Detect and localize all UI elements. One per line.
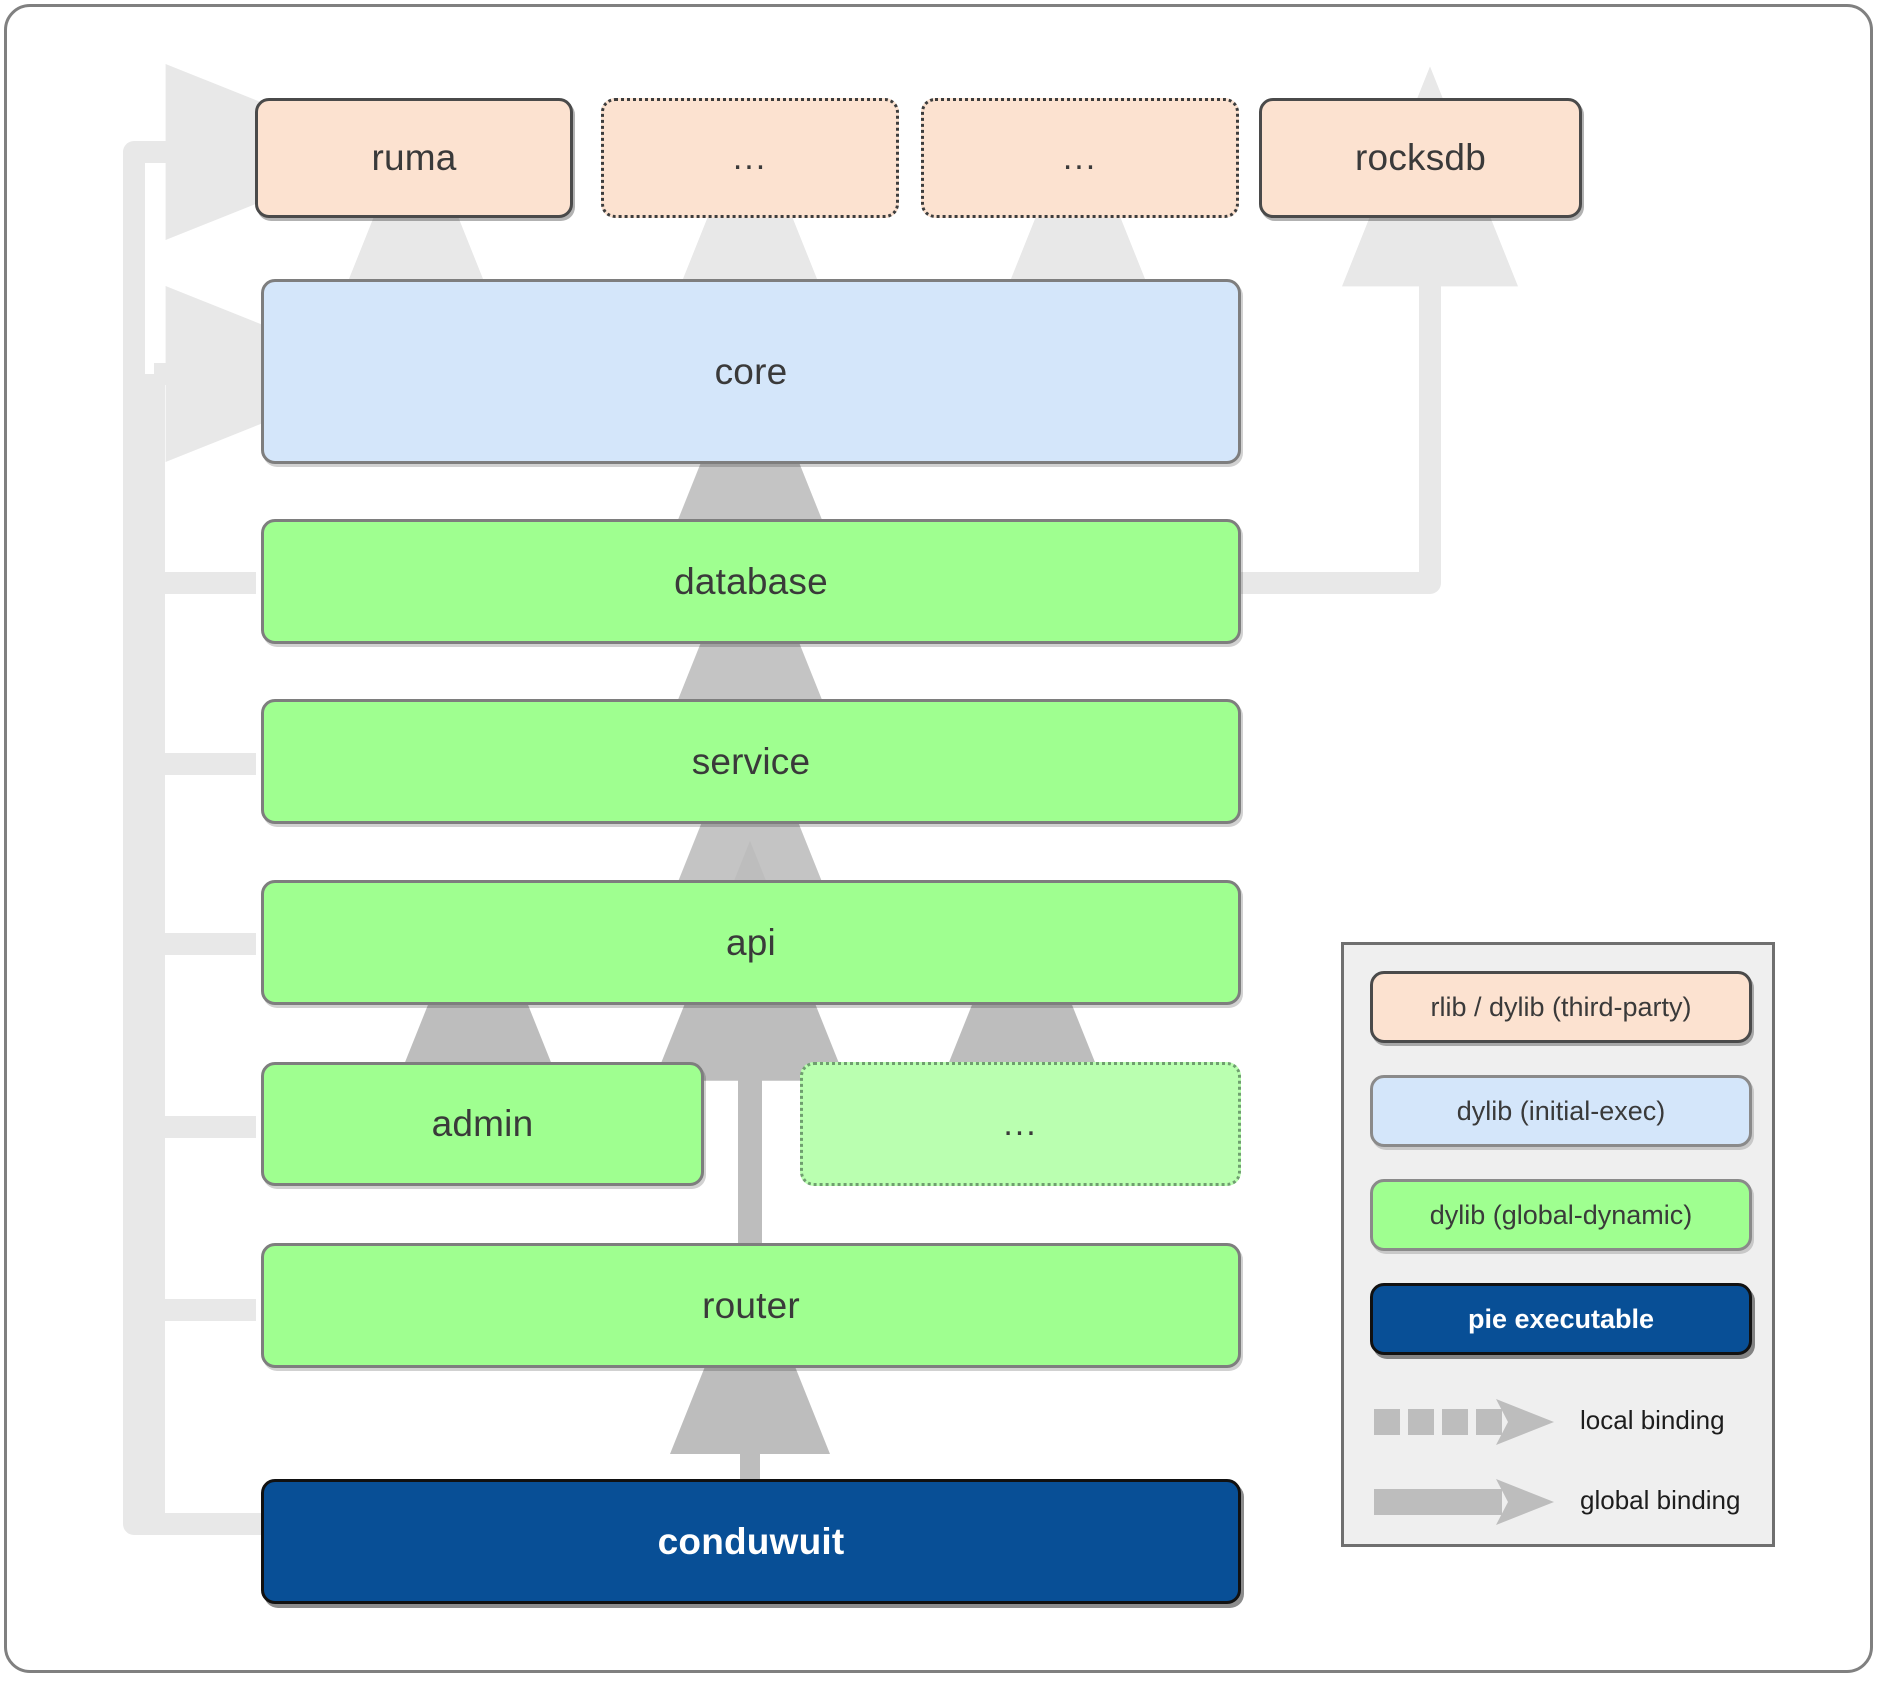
legend-arrow-global-binding-label: global binding — [1580, 1485, 1741, 1515]
legend-swatch-third-party-label: rlib / dylib (third-party) — [1430, 991, 1692, 1022]
node-database-label: database — [674, 560, 828, 602]
node-top-dots-2-label: ... — [1062, 138, 1098, 177]
node-router[interactable]: router — [261, 1243, 1241, 1368]
legend-arrow-global-binding: global binding — [1370, 1473, 1760, 1531]
node-top-dots-2[interactable]: ... — [921, 98, 1239, 218]
node-core-label: core — [714, 350, 788, 392]
legend-swatch-global-dynamic: dylib (global-dynamic) — [1370, 1179, 1752, 1251]
node-rocksdb-label: rocksdb — [1355, 137, 1486, 178]
legend-arrow-local-binding-label: local binding — [1580, 1405, 1725, 1435]
legend-swatch-initial-exec: dylib (initial-exec) — [1370, 1075, 1752, 1147]
node-top-dots-1-label: ... — [732, 138, 768, 177]
global-binding-arrow-icon — [1374, 1479, 1554, 1525]
legend-panel: rlib / dylib (third-party) dylib (initia… — [1341, 942, 1775, 1547]
legend-arrow-local-binding: local binding — [1370, 1393, 1760, 1451]
legend-swatch-initial-exec-label: dylib (initial-exec) — [1456, 1095, 1666, 1126]
node-conduwuit[interactable]: conduwuit — [261, 1479, 1241, 1604]
node-service-label: service — [691, 740, 811, 782]
node-admin[interactable]: admin — [261, 1062, 704, 1186]
node-conduwuit-label: conduwuit — [657, 1520, 845, 1562]
node-top-dots-1[interactable]: ... — [601, 98, 899, 218]
node-ruma[interactable]: ruma — [255, 98, 573, 218]
legend-swatch-pie-executable: pie executable — [1370, 1283, 1752, 1355]
node-admin-label: admin — [431, 1103, 534, 1144]
node-service[interactable]: service — [261, 699, 1241, 824]
node-api[interactable]: api — [261, 880, 1241, 1005]
legend-swatch-pie-executable-label: pie executable — [1467, 1303, 1655, 1334]
node-core[interactable]: core — [261, 279, 1241, 464]
local-binding-arrow-icon — [1374, 1399, 1554, 1445]
node-rocksdb[interactable]: rocksdb — [1259, 98, 1582, 218]
node-ruma-label: ruma — [371, 137, 457, 178]
node-mid-dots[interactable]: ... — [800, 1062, 1241, 1186]
legend-swatch-global-dynamic-label: dylib (global-dynamic) — [1429, 1199, 1693, 1230]
node-api-label: api — [726, 921, 776, 963]
node-database[interactable]: database — [261, 519, 1241, 644]
node-router-label: router — [702, 1284, 800, 1326]
legend-swatch-third-party: rlib / dylib (third-party) — [1370, 971, 1752, 1043]
node-mid-dots-label: ... — [1003, 1104, 1038, 1143]
